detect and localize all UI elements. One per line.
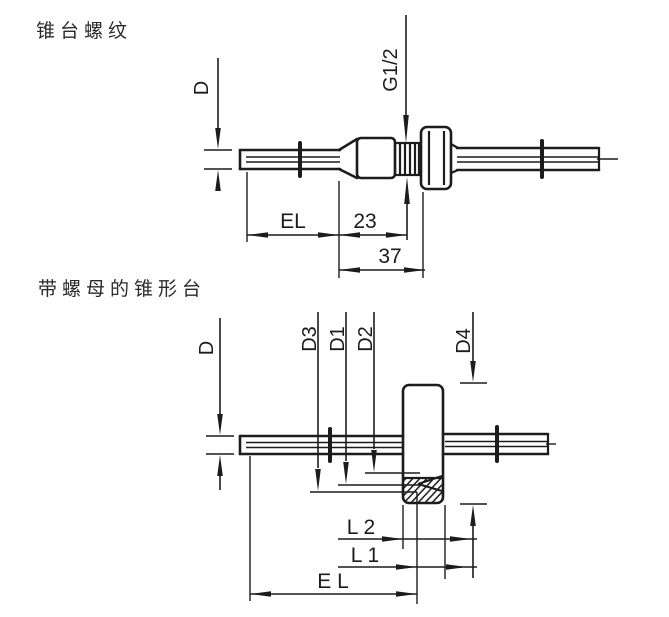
top-dim-37-label: 37 (378, 245, 401, 268)
top-thread-section (393, 141, 421, 177)
bottom-dim-d4: D4 (453, 312, 487, 578)
top-dim-23-label: 23 (353, 210, 376, 233)
bottom-length-dimensions: L 2 L 1 E L (249, 456, 477, 604)
bottom-dim-el-label: E L (317, 570, 349, 593)
top-cone-body (337, 136, 397, 180)
top-dim-d-label: D (191, 81, 213, 95)
bottom-probe-tube (238, 427, 405, 463)
top-hex-nut (419, 125, 453, 191)
bottom-dim-d-label: D (196, 341, 218, 355)
bottom-diagram-title: 带螺母的锥形台 (38, 279, 207, 300)
bottom-dim-d: D (196, 318, 234, 490)
cone-seat-nut-drawing: D D3 D1 D2 (196, 312, 556, 604)
top-probe-tube (238, 141, 342, 178)
bottom-stem-tube (441, 425, 556, 463)
bottom-dim-d4-label: D4 (453, 328, 475, 354)
cone-edge (417, 474, 443, 486)
bottom-dim-d1-label: D1 (327, 326, 349, 352)
top-dim-el-label: EL (280, 210, 306, 233)
bottom-dim-d2-label: D2 (355, 326, 377, 352)
bottom-dim-d3-label: D3 (299, 326, 321, 352)
bottom-dim-d2: D2 (355, 312, 420, 474)
top-dim-d: D (191, 58, 232, 191)
top-stem-tube (450, 139, 618, 179)
bottom-dim-l1-label: L 1 (351, 544, 379, 567)
top-diagram-title: 锥台螺纹 (36, 21, 133, 42)
bottom-dim-l2-label: L 2 (347, 516, 375, 539)
cone-edge (417, 482, 443, 493)
bottom-dim-d3: D3 (299, 312, 417, 493)
bottom-nut-block (401, 383, 445, 505)
top-dim-thread-label: G1/2 (380, 48, 402, 91)
top-length-dimensions: EL 23 37 (246, 172, 425, 278)
taper-thread-drawing: D (191, 15, 618, 278)
thread-hatching (404, 478, 442, 502)
top-dim-thread: G1/2 (380, 15, 410, 240)
